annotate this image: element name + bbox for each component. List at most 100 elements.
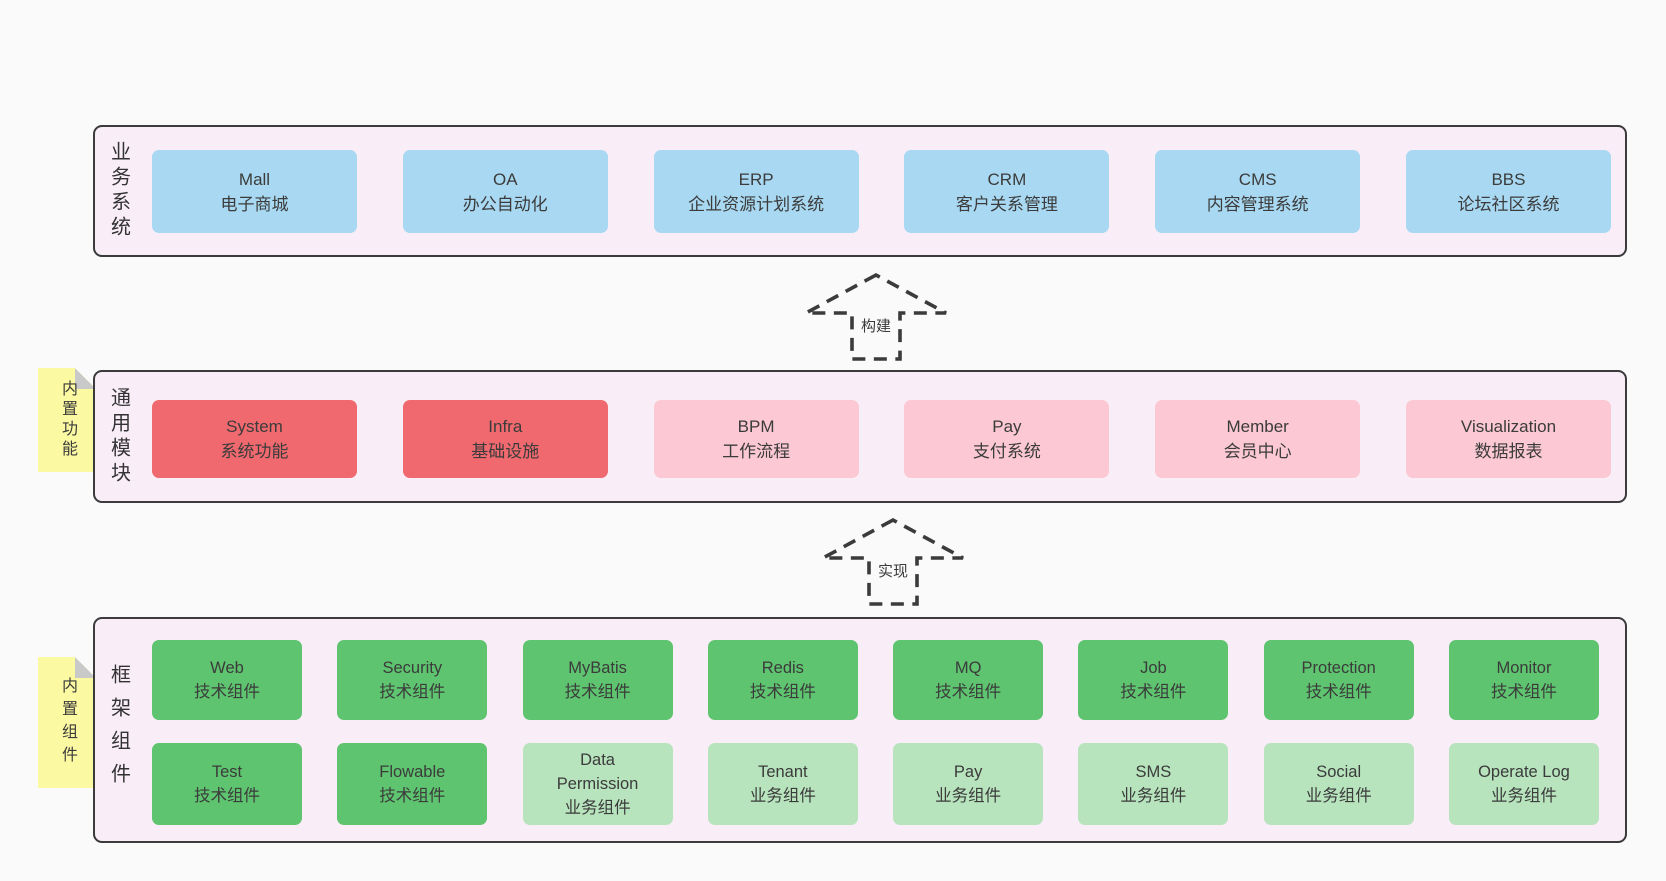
- box-subtitle: 电子商城: [220, 194, 289, 214]
- box-title: MyBatis: [568, 659, 627, 677]
- layer-common-modules: 通用模块 System 系统功能 Infra 基础设施 BPM 工作流程 Pay…: [93, 370, 1627, 503]
- box-title: Pay: [992, 417, 1022, 436]
- box-title: BPM: [737, 417, 775, 436]
- layer-label: 通用模块: [107, 386, 130, 487]
- box-subtitle: 业务组件: [1305, 787, 1372, 805]
- box-subtitle: 论坛社区系统: [1457, 194, 1560, 214]
- box-mq: MQ 技术组件: [893, 640, 1044, 720]
- box-job: Job 技术组件: [1078, 640, 1229, 720]
- box-erp: ERP 企业资源计划系统: [653, 150, 859, 233]
- box-title: System: [226, 417, 283, 436]
- box-operate-log: Operate Log 业务组件: [1448, 743, 1599, 825]
- box-row: System 系统功能 Infra 基础设施 BPM 工作流程 Pay 支付系统…: [152, 400, 1611, 478]
- sticky-note-text: 内置组件: [59, 676, 76, 769]
- box-web: Web 技术组件: [152, 640, 302, 720]
- box-subtitle: 技术组件: [379, 683, 446, 701]
- box-subtitle: 业务组件: [749, 787, 816, 805]
- box-pay-component: Pay 业务组件: [893, 743, 1044, 825]
- box-visualization: Visualization 数据报表: [1405, 400, 1611, 478]
- box-subtitle: 基础设施: [471, 442, 540, 461]
- box-title: OA: [493, 169, 518, 189]
- box-security: Security 技术组件: [337, 640, 488, 720]
- sticky-note-builtin-features: 内置功能: [38, 368, 96, 472]
- box-bbs: BBS 论坛社区系统: [1405, 150, 1611, 233]
- box-subtitle: 支付系统: [972, 442, 1041, 461]
- box-title: Visualization: [1460, 417, 1557, 436]
- box-title: Protection: [1301, 659, 1376, 677]
- box-subtitle: 技术组件: [1120, 683, 1187, 701]
- box-protection: Protection 技术组件: [1263, 640, 1414, 720]
- box-crm: CRM 客户关系管理: [904, 150, 1110, 233]
- box-infra: Infra 基础设施: [402, 400, 608, 478]
- box-title: CMS: [1238, 169, 1277, 189]
- box-title: Member: [1226, 417, 1289, 436]
- box-subtitle: 系统功能: [220, 442, 289, 461]
- box-title: Infra: [488, 417, 523, 436]
- up-arrow-icon: [805, 272, 947, 361]
- box-title: Tenant: [758, 763, 808, 781]
- layer-label: 业务系统: [107, 141, 130, 241]
- box-row: Web 技术组件 Security 技术组件 MyBatis 技术组件 Redi…: [152, 640, 1599, 720]
- box-subtitle: 办公自动化: [462, 194, 548, 214]
- up-arrow-icon: [822, 517, 964, 606]
- box-subtitle: 会员中心: [1223, 442, 1292, 461]
- box-cms: CMS 内容管理系统: [1155, 150, 1361, 233]
- box-pay-module: Pay 支付系统: [904, 400, 1110, 478]
- box-member: Member 会员中心: [1155, 400, 1361, 478]
- box-system: System 系统功能: [152, 400, 357, 478]
- box-test: Test 技术组件: [152, 743, 302, 825]
- arrow-build: 构建: [805, 272, 947, 361]
- box-subtitle: 技术组件: [1490, 683, 1557, 701]
- box-subtitle: 技术组件: [194, 683, 260, 701]
- box-title: CRM: [987, 169, 1027, 189]
- box-subtitle: 技术组件: [749, 683, 816, 701]
- box-subtitle: 业务组件: [564, 799, 631, 817]
- box-title: Mall: [238, 169, 271, 189]
- box-row: Mall 电子商城 OA 办公自动化 ERP 企业资源计划系统 CRM 客户关系…: [152, 150, 1611, 233]
- box-mybatis: MyBatis 技术组件: [522, 640, 673, 720]
- layer-business-systems: 业务系统 Mall 电子商城 OA 办公自动化 ERP 企业资源计划系统 CRM…: [93, 125, 1627, 257]
- sticky-note-builtin-components: 内置组件: [38, 657, 96, 788]
- box-subtitle: 技术组件: [379, 787, 446, 805]
- box-title: Flowable: [379, 763, 446, 781]
- box-subtitle: 工作流程: [722, 442, 791, 461]
- box-title: MQ: [954, 659, 982, 677]
- box-title: BBS: [1491, 169, 1526, 189]
- box-subtitle: 技术组件: [1305, 683, 1372, 701]
- box-subtitle: 业务组件: [1490, 787, 1557, 805]
- layer-label: 框架组件: [107, 664, 130, 796]
- box-title: Monitor: [1496, 659, 1552, 677]
- box-social: Social 业务组件: [1263, 743, 1414, 825]
- box-subtitle: 数据报表: [1474, 442, 1543, 461]
- box-subtitle: 技术组件: [564, 683, 631, 701]
- box-tenant: Tenant 业务组件: [707, 743, 858, 825]
- box-subtitle: 业务组件: [935, 787, 1002, 805]
- box-subtitle: 内容管理系统: [1206, 194, 1309, 214]
- box-subtitle: 业务组件: [1120, 787, 1187, 805]
- box-monitor: Monitor 技术组件: [1448, 640, 1599, 720]
- box-title: Social: [1316, 763, 1362, 781]
- box-row: Test 技术组件 Flowable 技术组件 Data Permission …: [152, 743, 1599, 825]
- arrow-label: 构建: [860, 318, 891, 335]
- box-title: SMS: [1135, 763, 1172, 781]
- box-subtitle: 客户关系管理: [955, 194, 1058, 214]
- layer-framework-components: 框架组件 Web 技术组件 Security 技术组件 MyBatis 技术组件…: [93, 617, 1627, 843]
- box-title: Pay: [953, 763, 983, 781]
- box-title: Test: [211, 763, 243, 781]
- sticky-note-text: 内置功能: [59, 380, 76, 460]
- box-mall: Mall 电子商城: [152, 150, 357, 233]
- box-title: Web: [210, 659, 244, 677]
- box-subtitle: 技术组件: [194, 787, 260, 805]
- arrow-implement: 实现: [822, 517, 964, 606]
- box-redis: Redis 技术组件: [707, 640, 858, 720]
- box-title: Data Permission: [556, 751, 639, 793]
- box-oa: OA 办公自动化: [402, 150, 608, 233]
- arrow-label: 实现: [877, 563, 908, 580]
- box-subtitle: 技术组件: [935, 683, 1002, 701]
- box-title: Redis: [761, 659, 804, 677]
- box-title: Operate Log: [1478, 763, 1570, 781]
- box-flowable: Flowable 技术组件: [337, 743, 488, 825]
- box-bpm: BPM 工作流程: [653, 400, 859, 478]
- box-title: Job: [1140, 659, 1167, 677]
- box-title: Security: [382, 659, 443, 677]
